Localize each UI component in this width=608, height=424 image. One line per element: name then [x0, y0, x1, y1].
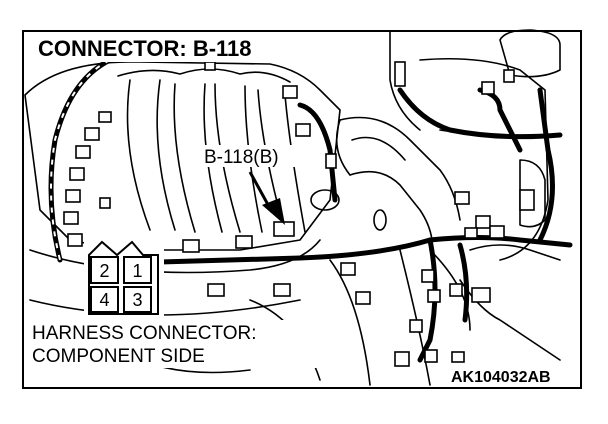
connector-block: [471, 287, 491, 303]
pin-label-3: 3: [132, 290, 142, 310]
connector-block: [355, 291, 371, 305]
connector-callout: B-118(B): [204, 147, 279, 168]
connector-block: [340, 262, 356, 276]
connector-block: [65, 189, 81, 203]
title-background: [34, 36, 280, 62]
connector-block: [75, 145, 91, 159]
connector-block: [394, 61, 406, 87]
pin-box-3: [123, 286, 152, 313]
connector-block: [84, 127, 100, 141]
connector-block: [451, 351, 465, 363]
pin-label-1: 1: [132, 261, 142, 281]
connector-block: [207, 283, 225, 297]
connector-block: [182, 239, 200, 253]
harness-label-line1: HARNESS CONNECTOR:: [32, 323, 257, 344]
connector-block: [98, 111, 112, 123]
harness-connector-face: [88, 240, 159, 315]
diagram-title: CONNECTOR: B-118: [38, 36, 252, 61]
connector-block: [475, 215, 491, 229]
connector-block: [99, 197, 111, 209]
connector-block: [409, 319, 423, 333]
pin-box-4: [90, 286, 119, 313]
connector-block: [427, 289, 441, 303]
connector-block: [421, 269, 435, 283]
harness-connectors: [63, 61, 535, 367]
connector-block: [454, 191, 470, 205]
connector-block: [325, 153, 337, 169]
harness-label-background: [28, 320, 328, 368]
pin-box-2: [90, 256, 119, 284]
connector-block: [282, 85, 298, 99]
reference-code: AK104032AB: [451, 369, 551, 386]
connector-block: [273, 283, 291, 297]
connector-block: [235, 235, 253, 249]
connector-block: [67, 233, 83, 247]
connector-block: [424, 349, 438, 363]
connector-block: [519, 189, 535, 211]
connector-block: [449, 283, 463, 297]
connector-block: [204, 61, 216, 71]
callout-background: [200, 145, 300, 167]
pin-label-4: 4: [99, 290, 109, 310]
pin-label-2: 2: [99, 261, 109, 281]
harness-label-line2: COMPONENT SIDE: [32, 346, 205, 367]
connector-block: [489, 225, 505, 239]
connector-block: [464, 227, 478, 239]
connector-block: [481, 81, 495, 95]
connector-block: [69, 167, 85, 181]
connector-block: [503, 69, 515, 83]
harness-conduit: [50, 59, 111, 261]
connector-block: [63, 211, 79, 225]
pin-box-1: [123, 256, 152, 284]
connector-block: [394, 351, 410, 367]
reference-background: [448, 366, 576, 386]
connector-block: [295, 123, 311, 137]
callout-arrowhead: [262, 198, 285, 225]
